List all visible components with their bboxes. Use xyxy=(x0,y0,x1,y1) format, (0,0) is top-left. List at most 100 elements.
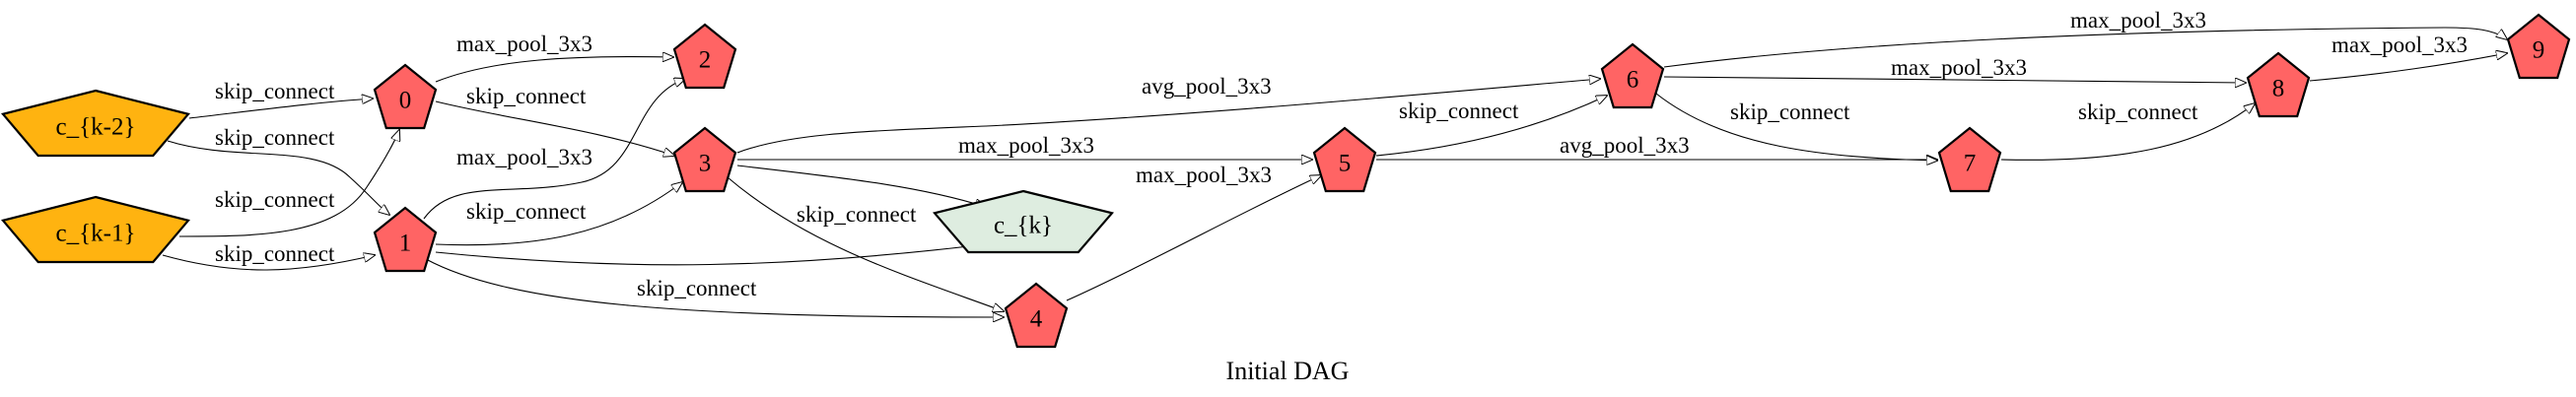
pentagon-shape xyxy=(373,63,438,130)
edge-n0-n3: skip_connect xyxy=(435,84,674,156)
edge-c_km2-n1: skip_connect xyxy=(167,125,389,215)
edge-label: skip_connect xyxy=(797,202,917,227)
node-n6: 6 xyxy=(1600,42,1665,109)
edge-line xyxy=(435,57,673,83)
edge-label: max_pool_3x3 xyxy=(958,133,1094,158)
edge-n3-n5: max_pool_3x3 xyxy=(737,133,1312,160)
edge-line xyxy=(736,79,1600,154)
edge-label: max_pool_3x3 xyxy=(456,32,592,56)
pentagon-shape xyxy=(1,89,190,158)
pentagon-shape xyxy=(1937,126,2002,193)
node-c_km1: c_{k-1} xyxy=(1,195,190,264)
edge-label: max_pool_3x3 xyxy=(2070,8,2206,33)
edge-label: avg_pool_3x3 xyxy=(1142,74,1272,99)
pentagon-shape xyxy=(672,23,737,90)
edge-label: max_pool_3x3 xyxy=(1891,55,2027,80)
node-n0: 0 xyxy=(373,63,438,130)
node-label: 4 xyxy=(1030,306,1043,333)
edge-line xyxy=(736,165,986,207)
edge-label: max_pool_3x3 xyxy=(1136,163,1272,187)
edge-n3-n6: avg_pool_3x3 xyxy=(736,74,1600,154)
edge-n8-n9: max_pool_3x3 xyxy=(2309,33,2507,82)
edge-line xyxy=(162,255,375,271)
edge-line xyxy=(1663,27,2507,68)
node-n2: 2 xyxy=(672,23,737,90)
node-label: c_{k-1} xyxy=(56,221,136,247)
edge-n6-n8: max_pool_3x3 xyxy=(1663,55,2246,83)
node-n3: 3 xyxy=(672,126,737,193)
pentagon-shape xyxy=(1312,126,1377,193)
pentagon-shape xyxy=(2506,13,2571,80)
edge-n1-n3: skip_connect xyxy=(435,182,682,246)
edge-label: skip_connect xyxy=(466,199,587,224)
node-n1: 1 xyxy=(373,206,438,273)
edge-line xyxy=(2000,103,2255,161)
pentagon-shape xyxy=(1004,282,1069,349)
node-label: c_{k-2} xyxy=(56,114,136,141)
edge-line xyxy=(435,182,682,246)
node-n4: 4 xyxy=(1004,282,1069,349)
pentagon-shape xyxy=(932,189,1115,254)
edge-line xyxy=(435,100,674,156)
pentagon-shape xyxy=(2246,51,2311,118)
node-n7: 7 xyxy=(1937,126,2002,193)
edge-n1-n4: skip_connect xyxy=(425,258,1004,317)
edge-label: avg_pool_3x3 xyxy=(1560,133,1690,158)
edge-label: skip_connect xyxy=(215,187,335,212)
edge-label: skip_connect xyxy=(637,276,757,300)
edge-line xyxy=(188,99,373,119)
edge-line xyxy=(2309,53,2507,82)
edge-label: skip_connect xyxy=(1730,99,1850,124)
edge-line xyxy=(423,79,685,220)
edge-n6-n7: skip_connect xyxy=(1655,93,1937,161)
node-label: 1 xyxy=(399,231,412,257)
figure-caption: Initial DAG xyxy=(1226,357,1350,385)
edge-line xyxy=(167,140,389,215)
edge-n4-n5: max_pool_3x3 xyxy=(1066,163,1321,301)
edge-line xyxy=(1663,76,2246,83)
node-label: 7 xyxy=(1964,151,1977,177)
pentagon-shape xyxy=(1600,42,1665,109)
edge-c_km1-n1: skip_connect xyxy=(162,241,375,271)
node-c_km2: c_{k-2} xyxy=(1,89,190,158)
node-label: 9 xyxy=(2533,37,2545,64)
node-label: 3 xyxy=(699,151,712,177)
edge-label: skip_connect xyxy=(215,79,335,103)
node-c_k: c_{k} xyxy=(932,189,1115,254)
edge-n3-c_k: skip_connect xyxy=(736,165,986,227)
edge-label: skip_connect xyxy=(466,84,587,108)
edge-n3-n4 xyxy=(727,176,1004,311)
edge-label: skip_connect xyxy=(1399,99,1519,123)
node-label: 5 xyxy=(1339,151,1352,177)
edges-layer: skip_connectskip_connectskip_connectskip… xyxy=(162,8,2507,317)
edge-line xyxy=(1066,175,1321,301)
node-label: 0 xyxy=(399,88,412,114)
edge-n5-n7: avg_pool_3x3 xyxy=(1376,133,1937,160)
edge-label: max_pool_3x3 xyxy=(456,145,592,169)
edge-n1-n2: max_pool_3x3 xyxy=(423,79,685,220)
edge-line xyxy=(727,176,1004,311)
edge-n0-n2: max_pool_3x3 xyxy=(435,32,673,83)
edge-n6-n9: max_pool_3x3 xyxy=(1663,8,2507,68)
edge-label: max_pool_3x3 xyxy=(2332,33,2468,57)
node-n8: 8 xyxy=(2246,51,2311,118)
edge-n1-c_k xyxy=(435,244,986,266)
edge-line xyxy=(1375,96,1607,157)
edge-line xyxy=(425,258,1004,317)
edge-line xyxy=(1655,93,1937,161)
pentagon-shape xyxy=(672,126,737,193)
pentagon-shape xyxy=(1,195,190,264)
pentagon-shape xyxy=(373,206,438,273)
edge-line xyxy=(435,244,986,266)
edge-line xyxy=(178,130,399,237)
edge-c_km2-n0: skip_connect xyxy=(188,79,373,119)
node-label: 8 xyxy=(2272,76,2285,102)
node-label: c_{k} xyxy=(994,213,1053,239)
edge-label: skip_connect xyxy=(215,125,335,150)
edge-c_km1-n0: skip_connect xyxy=(178,130,399,237)
node-n9: 9 xyxy=(2506,13,2571,80)
node-label: 6 xyxy=(1627,67,1639,94)
edge-n7-n8: skip_connect xyxy=(2000,99,2255,161)
